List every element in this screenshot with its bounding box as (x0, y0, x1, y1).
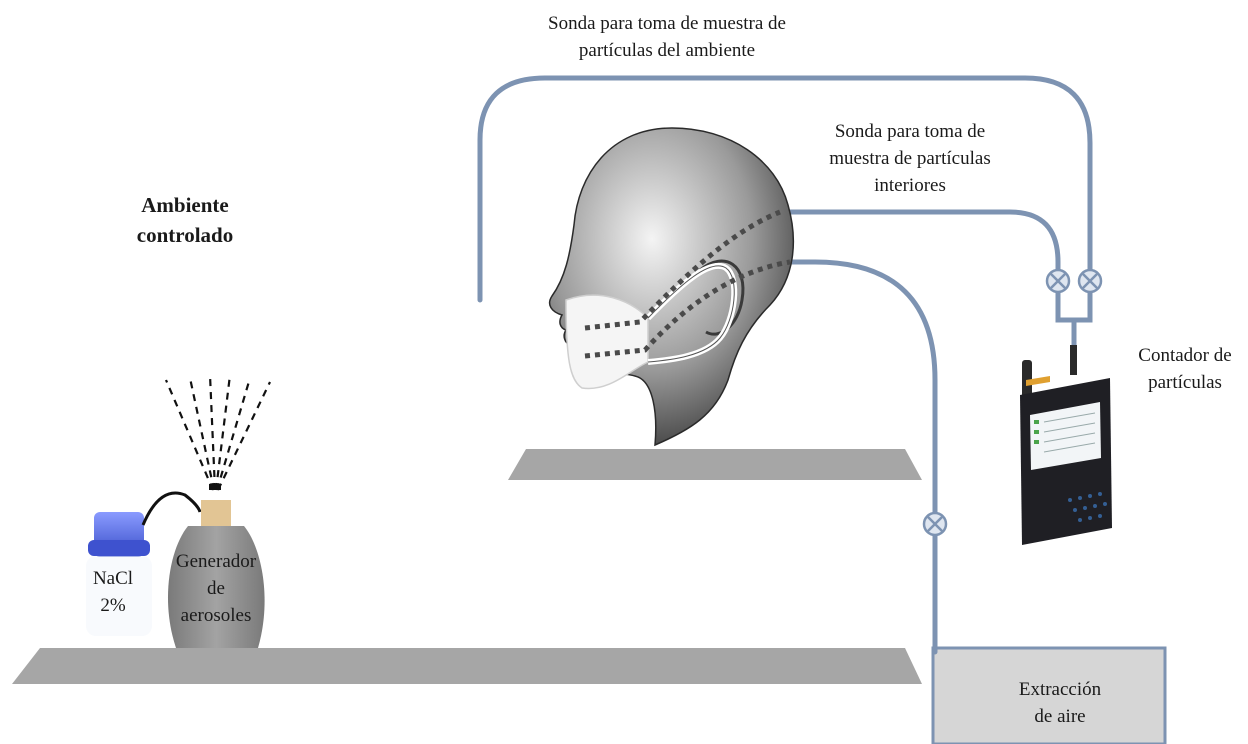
probe-dotted-lines (584, 209, 791, 359)
inner-probe-label: Sonda para toma de muestra de partículas… (829, 121, 991, 196)
face-mask-icon (565, 263, 738, 390)
counter-merge-tube (1055, 289, 1093, 353)
valve-icon (922, 268, 1103, 537)
spray-dashes-icon (164, 374, 271, 491)
spray-nozzle (209, 484, 221, 490)
valve-ambient-probe (1077, 268, 1103, 294)
ear (699, 259, 745, 336)
bottom-shelf (12, 648, 922, 684)
head-stand-shelf (508, 449, 922, 480)
aerosol-generator-icon (167, 500, 265, 648)
feed-hose (141, 491, 202, 526)
nacl-bottle-icon (86, 512, 152, 636)
extraction-tube (787, 259, 938, 655)
particle-counter-device-icon (1020, 345, 1112, 545)
air-extraction-label: Extracción de aire (1018, 679, 1102, 727)
mannequin-head-icon (548, 127, 795, 447)
ambient-probe-tube (477, 75, 1093, 303)
inner-probe-tube (777, 209, 1061, 273)
valve-extraction (922, 511, 948, 537)
valve-inner-probe (1045, 268, 1071, 294)
tubing (477, 75, 1093, 655)
nacl-label: NaCl 2% (92, 568, 134, 616)
particle-counter-label: Contador de partículas (1138, 345, 1232, 393)
aerosol-generator-label: Generador de aerosoles (175, 551, 257, 626)
air-extraction-box (931, 646, 1167, 744)
controlled-environment-label: Ambiente controlado (136, 193, 234, 247)
ambient-probe-label: Sonda para toma de muestra de partículas… (548, 13, 786, 61)
